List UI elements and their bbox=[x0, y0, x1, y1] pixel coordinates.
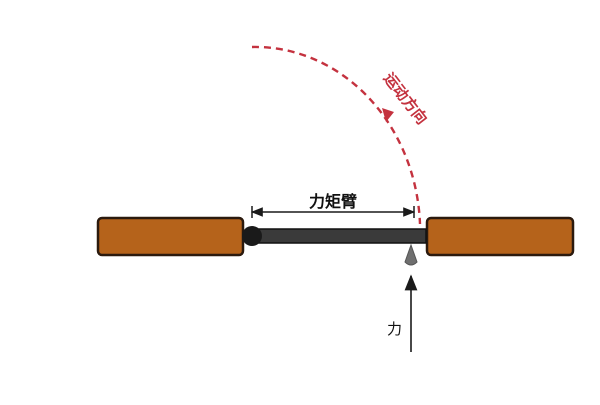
right-block bbox=[425, 216, 575, 257]
lever-arm bbox=[251, 228, 427, 244]
triangle-pivot-icon bbox=[404, 243, 418, 266]
motion-arrowhead-icon bbox=[382, 108, 394, 122]
force-label: 力 bbox=[387, 320, 402, 338]
left-block bbox=[96, 216, 245, 257]
hinge-ball-icon bbox=[242, 226, 262, 246]
moment-arm-label: 力矩臂 bbox=[309, 192, 357, 211]
motion-direction-arc bbox=[251, 45, 422, 225]
